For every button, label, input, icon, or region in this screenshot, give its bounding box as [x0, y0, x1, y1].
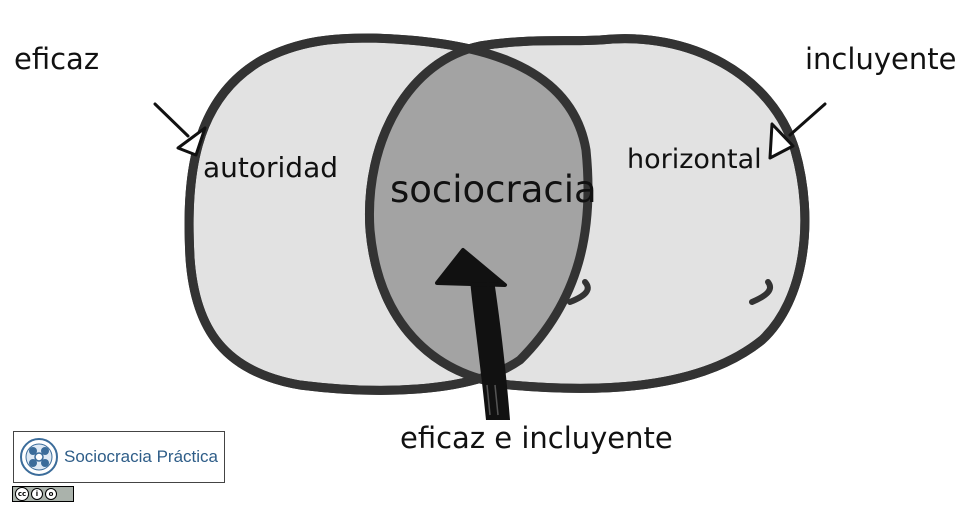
right-circle-label: horizontal — [627, 144, 762, 175]
stroke-hook-mark — [567, 279, 591, 305]
sociocracia-practica-logo[interactable]: Sociocracia Práctica — [13, 431, 225, 483]
right-circle-outline — [364, 34, 810, 393]
attribution-icon: i — [31, 488, 43, 500]
top-right-label: incluyente — [805, 42, 957, 76]
open-arrow-icon — [153, 102, 207, 157]
open-arrow-icon — [768, 102, 827, 160]
thick-up-arrow-icon — [435, 248, 510, 420]
stroke-hook-mark — [749, 279, 773, 305]
cc-icon: cc — [15, 487, 29, 501]
intersection-label: sociocracia — [390, 168, 597, 211]
share-alike-icon: o — [45, 488, 57, 500]
sociocracia-practica-logo-icon — [20, 438, 58, 476]
left-circle-outline — [184, 33, 593, 395]
logo-text: Sociocracia Práctica — [64, 447, 219, 466]
cc-by-sa-badge[interactable]: cc i o — [12, 486, 74, 502]
left-circle-label: autoridad — [203, 151, 338, 184]
top-left-label: eficaz — [14, 42, 100, 76]
bottom-label: eficaz e incluyente — [400, 421, 673, 455]
